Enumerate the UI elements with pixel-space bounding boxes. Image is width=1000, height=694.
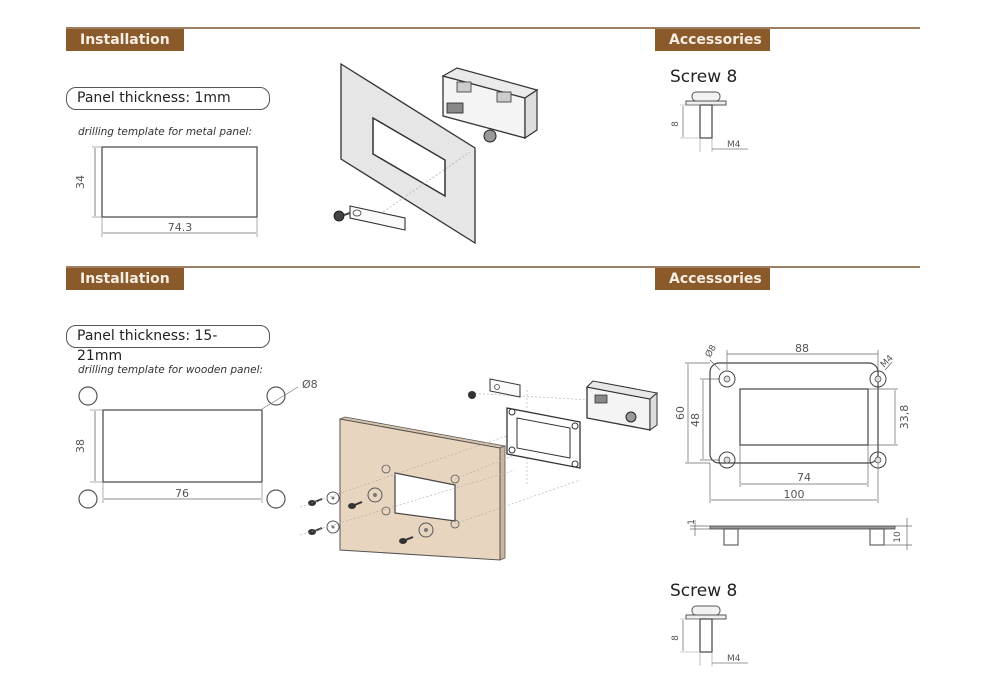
section-2-template-caption: drilling template for wooden panel: — [78, 364, 264, 376]
standoff-height-label: 10 — [893, 531, 903, 543]
hole-spacing-y-label: 48 — [689, 413, 702, 427]
section-1-installation-tag: Installation — [66, 29, 184, 51]
template-cutout — [102, 409, 263, 483]
wooden-drilling-template: 38 76 Ø8 — [74, 378, 318, 509]
section-1-panel-thickness: Panel thickness: 1mm — [66, 87, 270, 110]
section-1-screw-drawing: 8 M4 — [671, 91, 748, 152]
section-1-accessories-tag: Accessories — [655, 29, 770, 51]
screw-icon — [333, 210, 351, 222]
section-2-screw-title: Screw 8 — [670, 581, 738, 601]
standoff-left — [723, 528, 739, 546]
section-2-accessories-tag: Accessories — [655, 268, 770, 290]
section-2-panel-thickness: Panel thickness: 15-21mm — [66, 325, 270, 364]
metal-panel-exploded-view — [333, 62, 539, 245]
display-module-icon — [585, 380, 659, 431]
thread-label: M4 — [879, 353, 896, 370]
frame-holes — [718, 370, 887, 469]
hole-bottom-right — [266, 489, 286, 509]
section-1-screw-title: Screw 8 — [670, 67, 738, 87]
wood-panel-side — [499, 445, 506, 561]
section-2-installation-tag: Installation — [66, 268, 184, 290]
wooden-panel-exploded-view — [299, 378, 659, 561]
frame-window — [739, 388, 869, 446]
plate-thickness-label: 1 — [687, 519, 697, 525]
section-2-divider — [66, 266, 920, 268]
section-1-template-caption: drilling template for metal panel: — [78, 126, 252, 138]
template-width-label: 74.3 — [168, 221, 193, 234]
metal-drilling-template: 34 74.3 — [74, 146, 258, 237]
window-height-label: 33,8 — [898, 405, 911, 430]
nut-icon — [468, 391, 476, 399]
screw-length-label: 8 — [671, 635, 681, 641]
hole-bottom-left — [78, 489, 98, 509]
hole-spacing-x-label: 88 — [795, 342, 809, 355]
washer-icon — [326, 487, 434, 538]
bezel-clip-icon — [349, 205, 406, 231]
section-1-divider — [66, 27, 920, 29]
hole-leader-line — [261, 386, 299, 410]
screw-length-label: 8 — [671, 121, 681, 127]
display-module-icon — [441, 67, 539, 143]
template-cutout — [101, 146, 258, 218]
mounting-frame — [506, 407, 581, 469]
template-height-label: 34 — [74, 175, 87, 189]
screw-icon — [308, 498, 414, 544]
hole-diameter-label: Ø8 — [302, 378, 318, 391]
section-2-screw-drawing: 8 M4 — [671, 605, 748, 666]
screw-thread-label: M4 — [727, 140, 741, 150]
frame-dimension-drawing: 88 Ø8 M4 60 48 33,8 74 100 1 10 — [674, 342, 912, 550]
window-width-label: 74 — [797, 471, 811, 484]
panel-cutout — [394, 472, 456, 522]
template-width-label: 76 — [175, 487, 189, 500]
hole-top-right — [266, 386, 286, 406]
bezel-clip-icon — [489, 378, 521, 398]
hole-diameter-label: Ø8 — [703, 343, 719, 360]
standoff-right — [869, 528, 885, 546]
template-height-label: 38 — [74, 439, 87, 453]
outer-width-label: 100 — [784, 488, 805, 501]
hole-top-left — [78, 386, 98, 406]
outer-height-label: 60 — [674, 406, 687, 420]
frame-side-plate — [709, 525, 896, 530]
panel-cutout — [372, 116, 446, 198]
screw-thread-label: M4 — [727, 654, 741, 664]
